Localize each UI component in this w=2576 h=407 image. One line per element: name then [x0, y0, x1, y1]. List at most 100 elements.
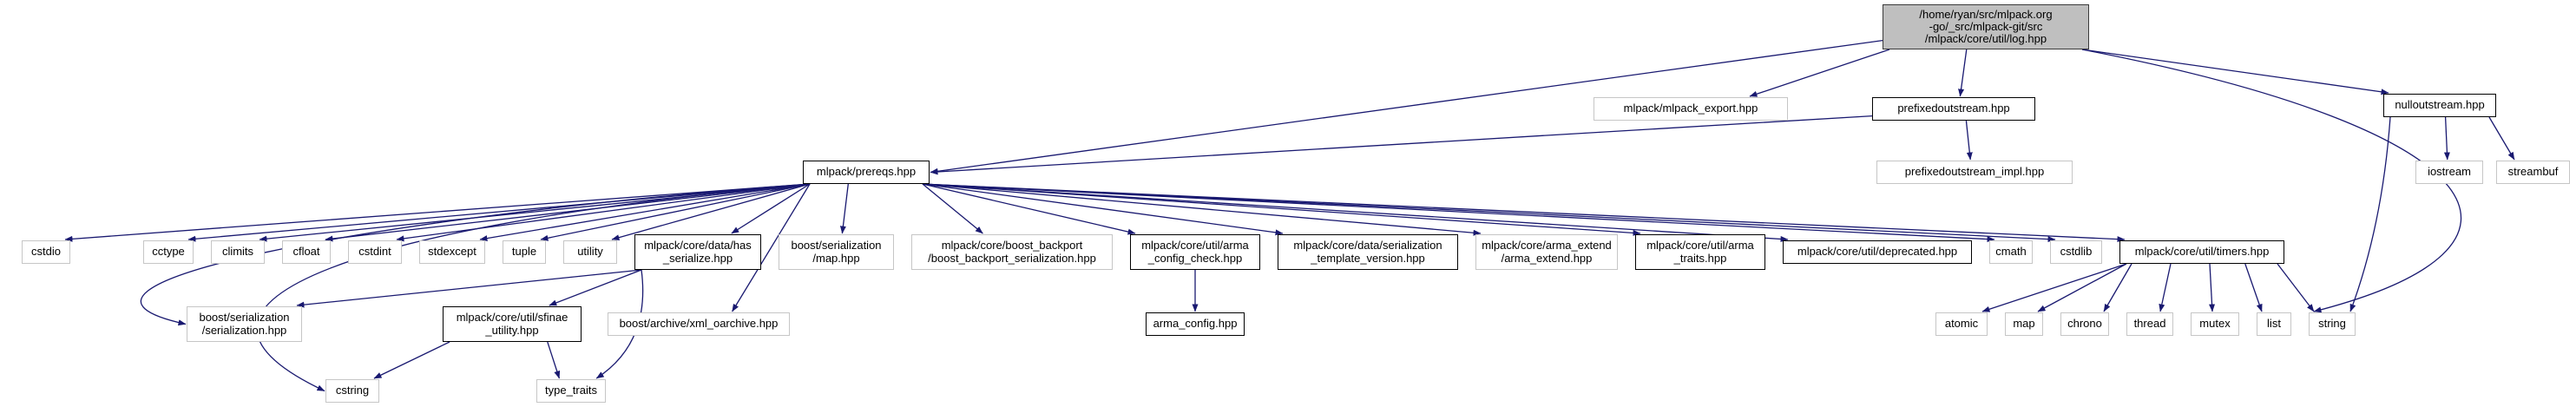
edge-log-mlpack_export [1749, 49, 1890, 97]
graph-node-label: cstdio [31, 245, 61, 259]
graph-node-arma_traits[interactable]: mlpack/core/util/arma _traits.hpp [1635, 234, 1765, 270]
edge-prereqs-cctype [187, 183, 811, 242]
edge-timers-map [2037, 263, 2127, 312]
edge-prefixedoutstream-prefixedoutstream_impl [1965, 120, 1973, 161]
graph-node-label: prefixedoutstream.hpp [1897, 102, 2010, 115]
edge-prereqs-arma_config_check [922, 183, 1136, 235]
graph-node-type_traits: type_traits [536, 379, 606, 403]
edge-timers-thread [2159, 263, 2172, 312]
edge-prereqs-utility [611, 183, 811, 241]
graph-node-label: mutex [2199, 317, 2231, 331]
graph-node-label: mlpack/prereqs.hpp [816, 165, 917, 179]
edge-timers-string [2277, 263, 2315, 312]
graph-node-label: /home/ryan/src/mlpack.org -go/_src/mlpac… [1919, 7, 2053, 46]
graph-node-label: mlpack/mlpack_export.hpp [1623, 102, 1758, 115]
graph-node-label: cstdint [358, 245, 391, 259]
edge-prereqs-serialization_template_version [922, 183, 1284, 236]
graph-node-prereqs[interactable]: mlpack/prereqs.hpp [803, 161, 930, 184]
graph-node-label: mlpack/core/util/sfinae _utility.hpp [456, 311, 568, 337]
graph-node-label: atomic [1944, 317, 1979, 331]
graph-node-label: nulloutstream.hpp [2395, 98, 2485, 112]
edge-timers-mutex [2209, 263, 2216, 312]
edge-prereqs-tuple [540, 183, 811, 241]
graph-node-chrono: chrono [2060, 312, 2109, 336]
graph-node-label: mlpack/core/util/timers.hpp [2134, 245, 2270, 259]
graph-node-label: stdexcept [428, 245, 476, 259]
graph-node-label: cmath [1995, 245, 2027, 259]
graph-node-cfloat: cfloat [282, 240, 331, 264]
graph-node-prefixedoutstream[interactable]: prefixedoutstream.hpp [1872, 97, 2035, 121]
edge-prereqs-serialization_hpp [140, 183, 811, 326]
graph-node-arma_config[interactable]: arma_config.hpp [1146, 312, 1245, 336]
edge-timers-atomic [1981, 263, 2127, 312]
graph-node-label: cctype [152, 245, 185, 259]
edge-prereqs-xml_oarchive [732, 183, 811, 312]
edge-nulloutstream-iostream [2443, 116, 2450, 161]
graph-node-label: mlpack/core/arma_extend /arma_extend.hpp [1482, 239, 1612, 265]
edge-prereqs-boost_backport [922, 183, 983, 234]
graph-node-cstdlib: cstdlib [2050, 240, 2102, 264]
graph-node-atomic: atomic [1935, 312, 1988, 336]
graph-node-timers[interactable]: mlpack/core/util/timers.hpp [2119, 240, 2284, 264]
graph-node-cstdio: cstdio [22, 240, 70, 264]
graph-node-label: mlpack/core/data/has _serialize.hpp [644, 239, 752, 265]
edge-prereqs-cfloat [325, 183, 811, 242]
edge-prereqs-boost_map [839, 183, 849, 234]
edge-log-string [2081, 49, 2462, 313]
graph-node-label: mlpack/core/util/arma _config_check.hpp [1141, 239, 1249, 265]
edge-prefixedoutstream-prereqs [930, 115, 1873, 175]
graph-node-label: thread [2133, 317, 2166, 331]
edge-prereqs-cstdio [64, 183, 811, 242]
edge-prereqs-timers [922, 183, 2126, 243]
graph-node-deprecated[interactable]: mlpack/core/util/deprecated.hpp [1783, 240, 1972, 264]
graph-node-label: mlpack/core/util/deprecated.hpp [1797, 245, 1958, 259]
edge-log-nulloutstream [2081, 49, 2389, 95]
graph-node-has_serialize[interactable]: mlpack/core/data/has _serialize.hpp [634, 234, 761, 270]
graph-node-label: streambuf [2507, 165, 2559, 179]
edge-prereqs-cstring [256, 183, 811, 392]
edge-prereqs-has_serialize [731, 183, 811, 234]
edge-log-prefixedoutstream [1958, 49, 1968, 97]
edge-has_serialize-sfinae_utility [549, 269, 642, 306]
graph-node-label: cfloat [292, 245, 320, 259]
graph-node-label: list [2267, 317, 2281, 331]
graph-node-utility: utility [563, 240, 617, 264]
graph-node-log: /home/ryan/src/mlpack.org -go/_src/mlpac… [1883, 4, 2089, 49]
graph-node-thread: thread [2126, 312, 2173, 336]
graph-node-tuple: tuple [503, 240, 546, 264]
edge-log-prereqs [930, 39, 1883, 174]
edge-prereqs-stdexcept [479, 183, 811, 242]
graph-node-label: boost/archive/xml_oarchive.hpp [619, 317, 779, 331]
edge-prereqs-cstdint [396, 183, 811, 242]
graph-node-arma_config_check[interactable]: mlpack/core/util/arma _config_check.hpp [1130, 234, 1260, 270]
edge-nulloutstream-streambuf [2488, 116, 2515, 161]
graph-node-mutex: mutex [2191, 312, 2239, 336]
graph-node-label: chrono [2067, 317, 2102, 331]
graph-node-serialization_hpp: boost/serialization /serialization.hpp [187, 306, 302, 342]
edge-timers-list [2244, 263, 2263, 312]
graph-node-streambuf: streambuf [2496, 161, 2570, 184]
edge-nulloutstream-string [2349, 116, 2391, 312]
graph-node-cstring: cstring [325, 379, 379, 403]
graph-node-label: boost/serialization /serialization.hpp [199, 311, 290, 337]
graph-node-stdexcept: stdexcept [419, 240, 485, 264]
graph-node-label: iostream [2428, 165, 2471, 179]
graph-node-serialization_template_version[interactable]: mlpack/core/data/serialization _template… [1278, 234, 1458, 270]
graph-node-label: arma_config.hpp [1153, 317, 1238, 331]
graph-node-label: string [2318, 317, 2346, 331]
edge-prereqs-arma_traits [922, 183, 1641, 236]
graph-node-label: tuple [511, 245, 537, 259]
edge-prereqs-arma_extend [922, 183, 1482, 236]
edge-sfinae_utility-cstring [373, 341, 450, 379]
graph-node-list: list [2257, 312, 2291, 336]
graph-node-climits: climits [211, 240, 265, 264]
graph-node-nulloutstream[interactable]: nulloutstream.hpp [2383, 94, 2496, 117]
graph-node-label: mlpack/core/boost_backport /boost_backpo… [928, 239, 1096, 265]
edge-sfinae_utility-type_traits [547, 341, 561, 379]
graph-node-sfinae_utility[interactable]: mlpack/core/util/sfinae _utility.hpp [443, 306, 582, 342]
graph-node-label: boost/serialization /map.hpp [791, 239, 882, 265]
edge-prereqs-deprecated [922, 183, 1789, 242]
graph-node-xml_oarchive: boost/archive/xml_oarchive.hpp [608, 312, 790, 336]
graph-node-prefixedoutstream_impl: prefixedoutstream_impl.hpp [1876, 161, 2073, 184]
